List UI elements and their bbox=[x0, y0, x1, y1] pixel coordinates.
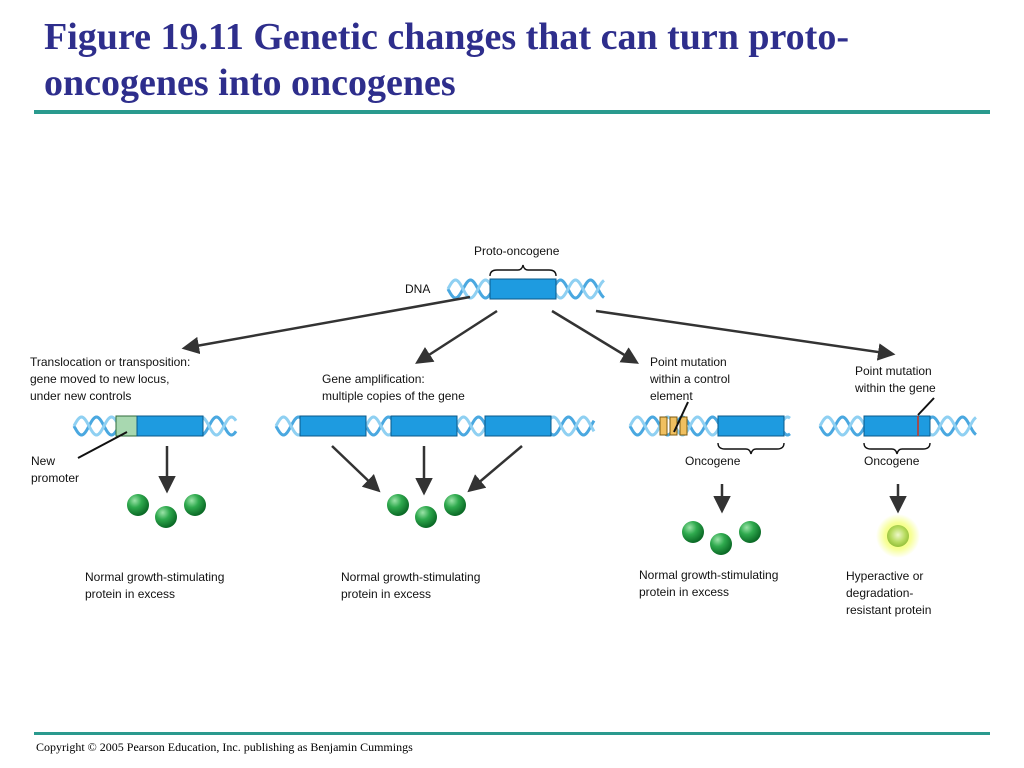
control-mutation-result: Normal growth-stimulating protein in exc… bbox=[639, 568, 779, 599]
amplification-result: Normal growth-stimulating protein in exc… bbox=[341, 570, 481, 601]
control-element bbox=[679, 416, 688, 436]
proto-oncogene-gene bbox=[489, 278, 557, 300]
hyperactive-protein bbox=[876, 514, 920, 558]
dna-label: DNA bbox=[405, 282, 431, 296]
arrow-to-translocation bbox=[181, 295, 471, 355]
proto-oncogene-label: Proto-oncogene bbox=[474, 244, 560, 258]
gene-copy bbox=[484, 415, 552, 437]
gene-copy bbox=[390, 415, 458, 437]
oncogene-control bbox=[717, 415, 785, 437]
amplification-arrows bbox=[331, 445, 523, 496]
proto-oncogene-dna bbox=[446, 264, 605, 300]
footer-divider bbox=[34, 732, 990, 735]
arrow-to-gene-mutation bbox=[595, 309, 896, 361]
translocation-heading: Translocation or transposition: gene mov… bbox=[30, 355, 191, 403]
oncogene-label-gene: Oncogene bbox=[864, 454, 920, 468]
oncogene-bracket-gene bbox=[863, 442, 931, 455]
control-mutation-heading: Point mutation within a control element bbox=[650, 355, 731, 403]
translocated-gene bbox=[136, 415, 204, 437]
copyright: Copyright © 2005 Pearson Education, Inc.… bbox=[36, 740, 413, 754]
translocation-result: Normal growth-stimulating protein in exc… bbox=[85, 570, 225, 601]
gene-mutation-dna bbox=[818, 397, 977, 455]
new-promoter-pointer bbox=[77, 431, 128, 459]
oncogene-bracket-control bbox=[717, 442, 785, 455]
control-mutation-pointer bbox=[673, 401, 689, 433]
gene-mutation-result: Hyperactive or degradation- resistant pr… bbox=[846, 569, 932, 617]
amplification-heading: Gene amplification: multiple copies of t… bbox=[322, 372, 465, 403]
proto-oncogene-bracket bbox=[489, 264, 557, 277]
title-divider bbox=[34, 110, 990, 114]
protein bbox=[444, 494, 466, 516]
protein bbox=[710, 533, 732, 555]
control-proteins bbox=[682, 521, 761, 555]
control-element bbox=[659, 416, 668, 436]
amplification-dna bbox=[274, 415, 596, 437]
arrow-to-control-mutation bbox=[551, 309, 639, 364]
protein bbox=[739, 521, 761, 543]
amplification-proteins bbox=[387, 494, 466, 528]
page-title: Figure 19.11 Genetic changes that can tu… bbox=[44, 16, 849, 104]
protein bbox=[682, 521, 704, 543]
protein bbox=[387, 494, 409, 516]
protein bbox=[155, 506, 177, 528]
arrow-to-amplification bbox=[415, 309, 498, 364]
oncogene-label-control: Oncogene bbox=[685, 454, 741, 468]
gene-copy bbox=[299, 415, 367, 437]
oncogene-mutated bbox=[863, 415, 931, 437]
protein bbox=[184, 494, 206, 516]
control-mutation-dna bbox=[628, 401, 791, 455]
new-promoter-label: New promoter bbox=[31, 454, 80, 485]
branch-arrows bbox=[181, 295, 896, 364]
protein bbox=[887, 525, 909, 547]
translocation-proteins bbox=[127, 494, 206, 528]
translocation-dna bbox=[72, 415, 238, 459]
protein bbox=[127, 494, 149, 516]
gene-mutation-pointer bbox=[917, 397, 935, 416]
protein bbox=[415, 506, 437, 528]
gene-mutation-heading: Point mutation within the gene bbox=[855, 364, 936, 395]
